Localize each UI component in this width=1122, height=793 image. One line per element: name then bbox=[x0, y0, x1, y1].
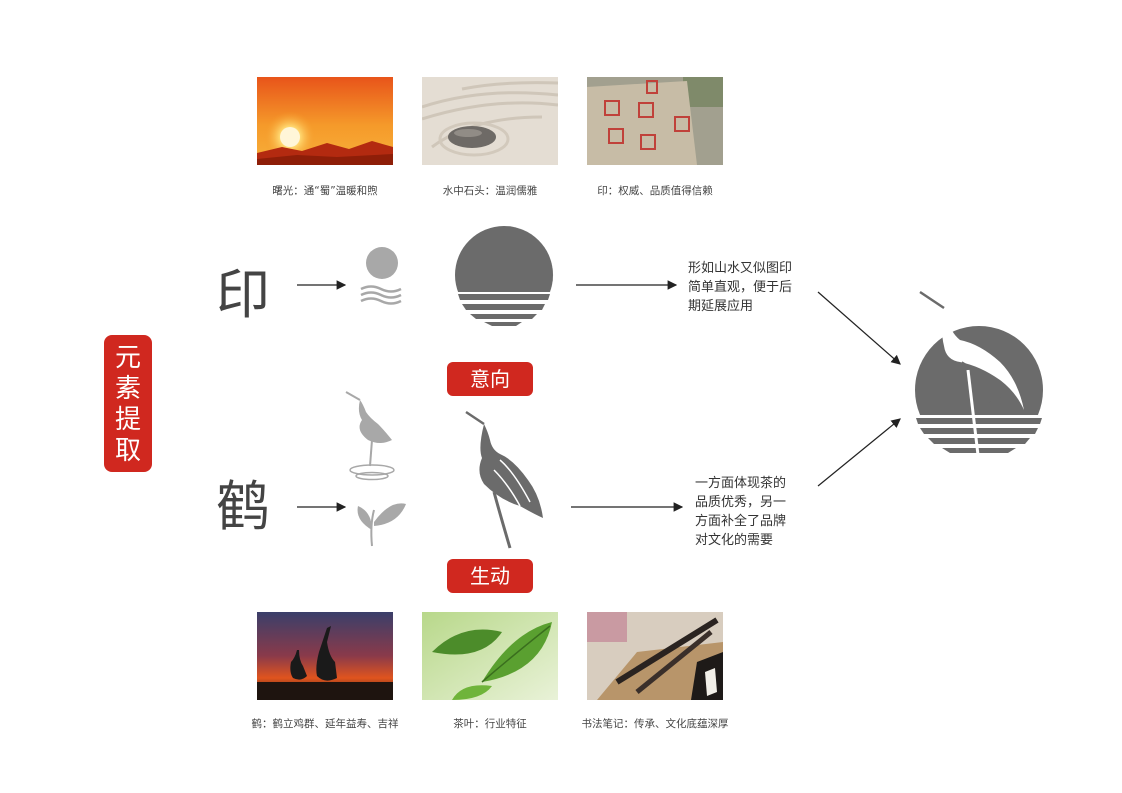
arrow-top-to-logo bbox=[817, 291, 901, 365]
tea-leaf-icon bbox=[357, 503, 406, 547]
he-description: 一方面体现茶的 品质优秀，另一 方面补全了品牌 对文化的需要 bbox=[695, 474, 786, 550]
arrow-bottom-to-logo bbox=[817, 418, 901, 487]
sun-waves-icon bbox=[360, 247, 402, 305]
description-line: 简单直观，便于后 bbox=[688, 280, 793, 295]
description-line: 对文化的需要 bbox=[695, 533, 774, 548]
description-line: 方面补全了品牌 bbox=[695, 514, 787, 529]
tea-leaf-photo bbox=[422, 612, 558, 700]
bottom-caption-2: 茶叶：行业特征 bbox=[453, 718, 527, 730]
final-logo-icon bbox=[912, 290, 1048, 473]
sunrise-photo bbox=[257, 77, 393, 165]
seal-rock-photo bbox=[587, 77, 723, 165]
crane-sunset-photo bbox=[257, 612, 393, 700]
tag-intention: 意向 bbox=[447, 362, 533, 396]
top-caption-1: 曙光：通“蜀”温暖和煦 bbox=[272, 185, 378, 197]
top-caption-3: 印：权威、品质值得信赖 bbox=[597, 185, 713, 197]
yin-description: 形如山水又似图印 简单直观，便于后 期延展应用 bbox=[688, 259, 792, 316]
bottom-caption-3: 书法笔记：传承、文化底蕴深厚 bbox=[581, 718, 729, 730]
description-line: 形如山水又似图印 bbox=[688, 261, 793, 276]
bottom-caption-1: 鹤：鹤立鸡群、延年益寿、吉祥 bbox=[251, 718, 399, 730]
badge-char: 取 bbox=[114, 436, 141, 466]
badge-char: 提 bbox=[114, 405, 141, 435]
badge-char: 素 bbox=[114, 374, 141, 404]
calligraphy-brush-photo bbox=[587, 612, 723, 700]
top-caption-2: 水中石头：温润儒雅 bbox=[442, 185, 538, 197]
description-line: 期延展应用 bbox=[688, 299, 754, 314]
he-character: 鹤 bbox=[216, 475, 270, 538]
small-crane-icon bbox=[345, 391, 395, 481]
crane-icon bbox=[465, 410, 543, 549]
description-line: 一方面体现茶的 bbox=[695, 476, 787, 491]
badge-char: 元 bbox=[114, 343, 141, 373]
element-extraction-badge: 元 素 提 取 bbox=[104, 335, 152, 472]
yin-character: 印 bbox=[216, 263, 270, 326]
seal-circle-icon bbox=[450, 226, 560, 332]
description-line: 品质优秀，另一 bbox=[695, 495, 787, 510]
zen-stone-photo bbox=[422, 77, 558, 165]
tag-vivid: 生动 bbox=[447, 559, 533, 593]
